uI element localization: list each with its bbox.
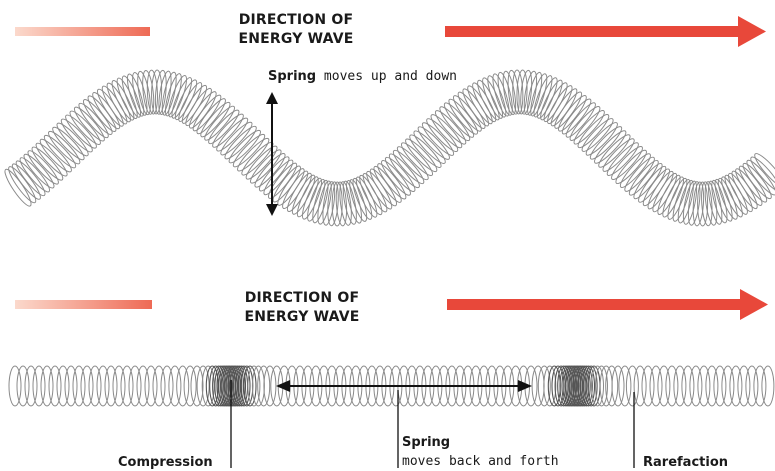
spring-coil	[604, 140, 641, 179]
spring-coil	[33, 140, 70, 179]
direction-fade-bar-bottom	[15, 300, 152, 309]
spring-coil	[575, 112, 612, 151]
spring-coil	[587, 124, 625, 163]
spring-coil	[398, 140, 435, 179]
spring-coil	[634, 366, 646, 406]
spring-coil	[619, 366, 631, 406]
longitudinal-section: DIRECTION OF ENERGY WAVE Compression Spr…	[9, 289, 774, 470]
spring-coil	[226, 127, 264, 166]
spring-coil	[650, 366, 662, 406]
spring-coil	[613, 147, 650, 186]
spring-coil	[596, 132, 634, 171]
spring-up-down-label: Spring moves up and down	[268, 69, 457, 84]
spring-coil	[218, 119, 256, 158]
direction-label-bottom-line2: ENERGY WAVE	[244, 309, 359, 325]
direction-label-top-line2: ENERGY WAVE	[238, 31, 353, 47]
spring-coil	[234, 135, 272, 174]
spring-coil	[54, 120, 92, 159]
spring-coil	[600, 136, 638, 175]
spring-coil	[335, 182, 348, 227]
spring-coil	[45, 128, 83, 167]
spring-coil	[571, 108, 608, 147]
spring-coil	[214, 115, 251, 154]
direction-arrow-top	[445, 16, 766, 47]
spring-coil	[247, 147, 284, 186]
spring-coil	[762, 366, 774, 406]
spring-coil	[411, 128, 449, 167]
spring-coil	[184, 366, 196, 406]
spring-coil	[29, 144, 66, 183]
direction-label-top-line1: DIRECTION OF	[239, 12, 354, 28]
spring-back-forth-label-bold: Spring	[402, 435, 450, 450]
spring-coil	[25, 148, 62, 187]
spring-coil	[209, 111, 246, 150]
spring-back-forth-label-text: moves back and forth	[402, 454, 559, 469]
spring-coil	[402, 136, 440, 175]
spring-coil	[692, 182, 705, 227]
spring-coil	[62, 112, 99, 151]
spring-coil	[608, 143, 645, 182]
transverse-spring	[1, 70, 775, 226]
spring-coil	[41, 132, 79, 171]
spring-coil	[58, 116, 95, 155]
spring-coil	[230, 131, 268, 170]
spring-coil	[210, 366, 222, 406]
spring-coil	[37, 136, 75, 175]
spring-coil	[423, 116, 460, 155]
spring-coil	[626, 366, 638, 406]
spring-coil	[161, 366, 173, 406]
spring-coil	[407, 132, 445, 171]
spring-coil	[243, 143, 280, 182]
spring-coil	[583, 120, 621, 159]
transverse-section: DIRECTION OF ENERGY WAVE Spring moves up…	[1, 12, 775, 226]
spring-coil	[419, 120, 457, 159]
rarefaction-label: Rarefaction	[643, 455, 728, 470]
spring-coil	[415, 124, 453, 163]
spring-coil	[591, 128, 629, 167]
compression-label: Compression	[118, 455, 213, 470]
direction-fade-bar-top	[15, 27, 150, 36]
spring-coil	[50, 124, 88, 163]
spring-coil	[428, 112, 465, 151]
direction-arrow-bottom	[447, 289, 768, 320]
spring-label-bold: Spring	[268, 69, 316, 84]
spring-coil	[241, 366, 253, 406]
spring-coil	[390, 147, 427, 186]
direction-label-bottom-line1: DIRECTION OF	[245, 290, 360, 306]
spring-coil	[222, 123, 260, 162]
spring-coil	[579, 116, 616, 155]
spring-coil	[239, 139, 276, 178]
spring-coil	[169, 366, 181, 406]
spring-label-text: moves up and down	[316, 69, 457, 84]
spring-coil	[394, 144, 431, 183]
spring-coil	[177, 366, 189, 406]
